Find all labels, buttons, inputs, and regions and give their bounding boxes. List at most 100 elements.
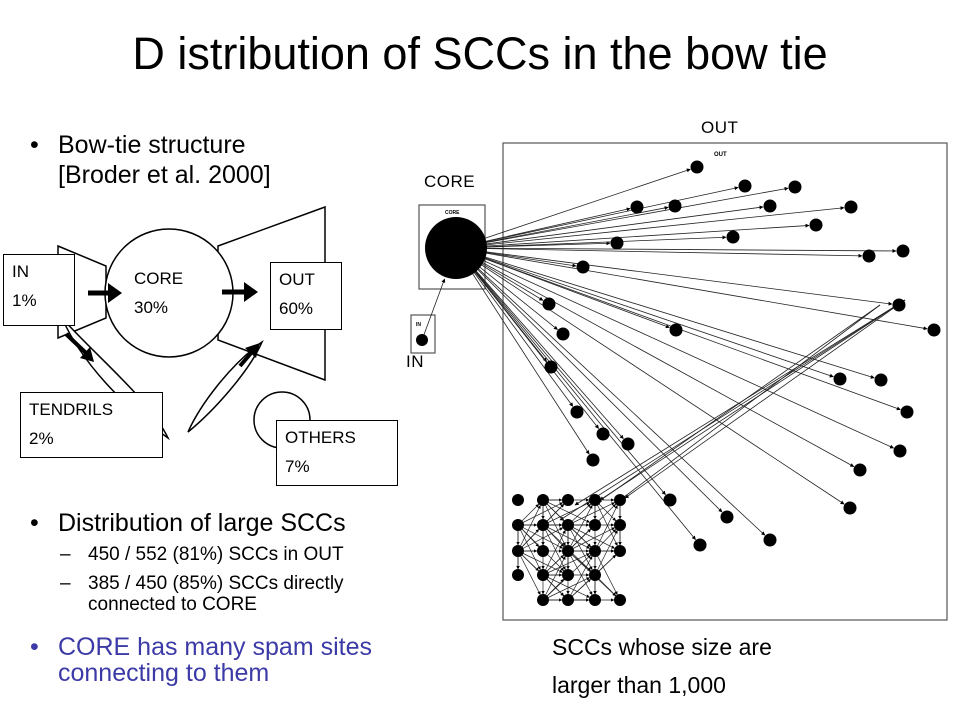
graph-nodes (512, 160, 941, 606)
scc-node (693, 538, 707, 552)
bullet-distribution: • Distribution of large SCCs (30, 508, 450, 538)
graph-edge (542, 553, 590, 576)
graph-edge (455, 235, 727, 249)
scc-node (809, 218, 823, 232)
graph-edge (455, 247, 723, 513)
graph-edge (421, 278, 446, 341)
scc-node (833, 372, 847, 386)
graph-edge (455, 205, 764, 249)
scc-node (537, 569, 549, 581)
graph-edge (455, 247, 855, 467)
in-node (416, 334, 428, 346)
scc-node (763, 533, 777, 547)
scc-node (630, 200, 644, 214)
scc-node (726, 230, 740, 244)
graph-edge (455, 247, 696, 540)
core-name: CORE (134, 269, 184, 288)
out-percent: 60% (279, 299, 314, 318)
sub-bullet-out-text: 450 / 552 (81%) SCCs in OUT (88, 544, 344, 565)
others-percent: 7% (285, 457, 310, 476)
tendrils-box: TENDRILS 2% (20, 392, 163, 458)
in-box: IN 1% (3, 254, 75, 326)
graph-edge (594, 530, 618, 576)
scc-node (614, 594, 626, 606)
graph-edge (455, 247, 875, 379)
graph-core-label: CORE (424, 172, 476, 191)
graph-caption: SCCs whose size are larger than 1,000 (552, 628, 772, 704)
out-name: OUT (279, 270, 315, 289)
graph-edge (559, 299, 906, 521)
graph-edge (517, 550, 541, 595)
graph-out-label: OUT (701, 118, 739, 137)
graph-edge (455, 247, 574, 407)
graph-edge (567, 527, 615, 552)
graph-edge (567, 550, 593, 596)
graph-edge (517, 524, 541, 570)
bullet-dot: • (30, 131, 39, 159)
bullet-bowtie: • Bow-tie structure [Broder et al. 2000] (30, 130, 430, 192)
scc-node (537, 519, 549, 531)
graph-edge (455, 206, 669, 249)
dash: – (60, 544, 71, 565)
scc-node (537, 494, 549, 506)
others-name: OTHERS (285, 428, 356, 447)
scc-node (562, 594, 574, 606)
sub-bullet-core-line2: connected to CORE (88, 594, 257, 615)
graph-edge (455, 247, 863, 258)
scc-node (874, 373, 888, 387)
graph-edge (455, 186, 739, 249)
core-node (425, 217, 487, 279)
arrow-tendril-out-shaft (238, 350, 254, 368)
bullet-distribution-text: Distribution of large SCCs (58, 509, 346, 537)
arrow-core-out-head (244, 282, 258, 302)
out-panel (502, 142, 948, 621)
scc-node (512, 494, 524, 506)
graph-edge (455, 206, 845, 249)
scc-node (896, 244, 910, 258)
graph-edge (455, 247, 624, 440)
graph-edge (542, 577, 590, 601)
scc-node (562, 519, 574, 531)
arrow-tendril-out-head (245, 343, 260, 358)
scc-node (544, 360, 558, 374)
scc-node (586, 453, 600, 467)
graph-edge (567, 524, 593, 571)
tendrils-percent: 2% (29, 429, 54, 448)
scc-node (900, 405, 914, 419)
graph-edge (624, 299, 906, 499)
bullet-dot: • (30, 509, 39, 537)
out-box: OUT 60% (270, 262, 342, 330)
bullet-dot: • (30, 633, 39, 661)
scc-node (589, 569, 601, 581)
graph-edge (594, 550, 618, 595)
scc-node (542, 297, 556, 311)
bullet-spam: • CORE has many spam sites connecting to… (30, 634, 450, 694)
scc-node (589, 494, 601, 506)
core-box: CORE 30% (126, 262, 200, 330)
graph-edge (455, 247, 666, 495)
graph-edge (517, 550, 563, 573)
scc-node (788, 180, 802, 194)
graph-edge (455, 168, 691, 249)
arrow-in-core-head (108, 283, 122, 303)
graph-edge (542, 524, 566, 570)
scc-node (512, 545, 524, 557)
graph-edge (517, 524, 563, 549)
core-percent: 30% (134, 298, 169, 317)
graph-edge (567, 502, 615, 526)
caption-line2: larger than 1,000 (552, 672, 726, 698)
scc-node (893, 444, 907, 458)
graph-edge (517, 502, 563, 526)
in-name: IN (12, 262, 29, 281)
scc-node (562, 494, 574, 506)
graph-edge (542, 502, 590, 526)
bullet-bowtie-line1: Bow-tie structure (58, 131, 246, 159)
scc-node (763, 199, 777, 213)
scc-node (596, 427, 610, 441)
scc-node (556, 327, 570, 341)
in-panel (410, 314, 436, 354)
graph-edge (542, 574, 590, 598)
scc-node (562, 545, 574, 557)
graph-edge (542, 556, 566, 601)
graph-edge (567, 504, 593, 552)
